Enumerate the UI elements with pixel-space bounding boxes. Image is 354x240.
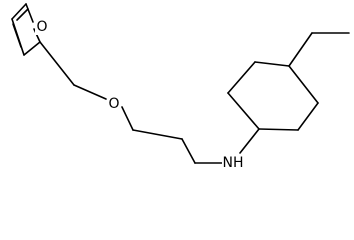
bond-nh-ring bbox=[239, 128, 260, 154]
atom-label-ether-oxygen: O bbox=[107, 96, 121, 112]
bond-ring-6 bbox=[258, 128, 299, 131]
furan-oxygen-label: O bbox=[36, 19, 47, 35]
bond-ring-4 bbox=[288, 65, 319, 104]
bond-ring-ethyl bbox=[288, 32, 313, 67]
ether-oxygen-label: O bbox=[108, 96, 119, 112]
chemical-structure-diagram: O O NH bbox=[11, 3, 350, 172]
label-background bbox=[35, 19, 49, 35]
bond-chain-ch2-ch2 bbox=[132, 129, 183, 140]
bond-furan-c5-c4 bbox=[23, 41, 41, 56]
furan-ring bbox=[11, 3, 41, 56]
bond-furan-c4-c2-inner bbox=[12, 23, 22, 48]
bond-ring-3 bbox=[254, 61, 290, 67]
amine-label: NH bbox=[223, 155, 244, 171]
bond-furan-c2-c3-inner bbox=[16, 8, 29, 21]
propoxy-methyl-linker bbox=[39, 41, 223, 164]
atom-label-furan-oxygen: O bbox=[35, 19, 49, 35]
ethyl-group bbox=[288, 32, 350, 67]
bond-ring-1 bbox=[227, 92, 260, 130]
bond-ring-5 bbox=[297, 102, 319, 131]
bond-ring-2 bbox=[227, 61, 256, 94]
cyclohexane-ring bbox=[227, 61, 319, 154]
bond-chain-ch2-ch2-2 bbox=[181, 138, 196, 164]
bond-furan-c2-c3 bbox=[11, 3, 27, 20]
atom-label-amine: NH bbox=[222, 155, 246, 172]
bond-ether-o-ch2 bbox=[121, 106, 134, 131]
bond-ch2-ether-o bbox=[73, 84, 107, 100]
bond-furan-ch2 bbox=[39, 41, 75, 86]
label-background bbox=[222, 155, 246, 172]
bond-furan-c3-o bbox=[25, 3, 34, 23]
label-background bbox=[107, 96, 121, 112]
